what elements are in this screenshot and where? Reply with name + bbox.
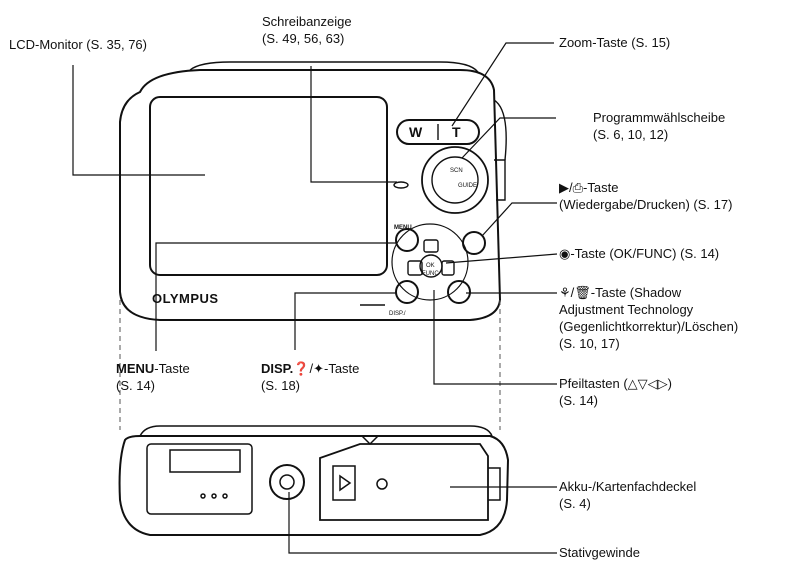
indicator-lamp	[393, 181, 409, 189]
arrow-up-pad[interactable]	[423, 239, 439, 253]
ok-func-icon: ◉	[559, 246, 571, 261]
zoom-w-label: W	[409, 124, 423, 140]
shadow-line1: ⚘/🗑-Taste (Shadow	[559, 285, 682, 300]
shadow-line1-text: -Taste (Shadow	[590, 285, 682, 300]
camera-top-edge	[189, 61, 479, 73]
lcd-screen	[149, 96, 388, 276]
print-icon: ⎙	[572, 180, 584, 195]
disp-taste-pages: (S. 18)	[261, 378, 301, 393]
ok-label-line2: FUNC	[422, 271, 439, 277]
arrow-right-icon: ▷	[657, 376, 668, 391]
play-print-label: ▶/⎙-Taste	[559, 180, 619, 195]
bottom-notch	[361, 435, 379, 446]
menu-bold-text: MENU	[116, 361, 155, 376]
bottom-rim	[139, 425, 493, 437]
camera-body-bottom	[118, 435, 510, 536]
shadow-erase-button[interactable]	[447, 280, 471, 304]
arrow-left-icon: ◁	[647, 376, 658, 391]
zoom-button[interactable]	[396, 119, 480, 145]
shadow-line4: (S. 10, 17)	[559, 336, 620, 351]
disp-taste-label: DISP.❓/✦-Taste	[261, 361, 360, 376]
arrow-left-pad[interactable]	[407, 260, 423, 276]
zoom-taste-label: Zoom-Taste (S. 15)	[559, 35, 671, 50]
erase-icon: 🗑	[574, 285, 591, 300]
camera-body-back	[119, 69, 502, 321]
arrow-down-icon: ▽	[637, 376, 648, 391]
bottom-panel	[146, 443, 253, 515]
bottom-dot	[211, 493, 217, 499]
play-print-suffix: -Taste	[583, 180, 619, 195]
play-icon: ▶	[559, 180, 569, 195]
dpad-ring	[391, 223, 469, 301]
shadow-line3: (Gegenlichtkorrektur)/Löschen)	[559, 319, 739, 334]
arrow-up-icon: △	[627, 376, 638, 391]
menu-taste-pages: (S. 14)	[116, 378, 156, 393]
stativgewinde-label: Stativgewinde	[559, 545, 640, 560]
mode-dial-inner	[431, 156, 479, 204]
menu-suffix-text: -Taste	[154, 361, 190, 376]
projection-lines	[119, 300, 501, 430]
lamp-icon: ✦	[313, 361, 324, 376]
tripod-socket	[269, 464, 305, 500]
pfeiltasten-text: Pfeiltasten (	[559, 376, 628, 391]
strap-mount	[494, 159, 506, 201]
disp-button-label: DISP./	[389, 311, 406, 317]
ok-func-button[interactable]	[419, 254, 443, 278]
shadow-adjust-icon: ⚘	[559, 285, 571, 300]
leader-lines	[72, 42, 558, 554]
cover-latch[interactable]	[332, 465, 356, 501]
mode-dial[interactable]	[421, 146, 489, 214]
help-icon: ❓	[293, 361, 310, 376]
disp-button[interactable]	[395, 280, 419, 304]
programm-title: Programmwählscheibe	[593, 110, 726, 125]
tripod-socket-inner	[279, 474, 295, 490]
pfeiltasten-pages: (S. 14)	[559, 393, 599, 408]
lcd-monitor-label: LCD-Monitor (S. 35, 76)	[9, 37, 147, 52]
bottom-dot	[222, 493, 228, 499]
ok-label-line1: OK	[426, 263, 435, 269]
menu-button-label: MENU	[394, 225, 412, 231]
dial-label-guide: GUIDE	[458, 183, 478, 189]
battery-card-cover[interactable]	[319, 443, 489, 521]
menu-button[interactable]	[395, 228, 419, 252]
dial-label-scn: SCN	[450, 168, 463, 174]
menu-taste-label: MENU-Taste	[116, 361, 190, 377]
schreibanzeige-pages: (S. 49, 56, 63)	[262, 31, 345, 46]
side-clip	[488, 467, 501, 501]
ok-func-label: ◉-Taste (OK/FUNC) (S. 14)	[559, 246, 719, 262]
programm-pages: (S. 6, 10, 12)	[593, 127, 669, 142]
zoom-t-label: T	[452, 124, 461, 140]
cover-latch-arrow	[339, 474, 352, 492]
akku-title: Akku-/Kartenfachdeckel	[559, 479, 697, 494]
pfeiltasten-label: Pfeiltasten (△▽◁▷)	[559, 376, 672, 392]
disp-suffix-text: -Taste	[324, 361, 360, 376]
pfeiltasten-close: )	[667, 376, 672, 391]
cover-hole	[376, 478, 388, 490]
shadow-line2: Adjustment Technology	[559, 302, 694, 317]
ok-func-text: -Taste (OK/FUNC) (S. 14)	[570, 246, 720, 261]
akku-pages: (S. 4)	[559, 496, 591, 511]
brand-logo-text: OLYMPUS	[152, 291, 219, 306]
bottom-dot	[200, 493, 206, 499]
play-print-button[interactable]	[462, 231, 486, 255]
bottom-panel-inner	[169, 449, 241, 473]
play-print-line2: (Wiedergabe/Drucken) (S. 17)	[559, 197, 733, 212]
schreibanzeige-title: Schreibanzeige	[262, 14, 352, 29]
disp-bold-text: DISP.	[261, 361, 294, 376]
side-edge	[493, 99, 507, 161]
